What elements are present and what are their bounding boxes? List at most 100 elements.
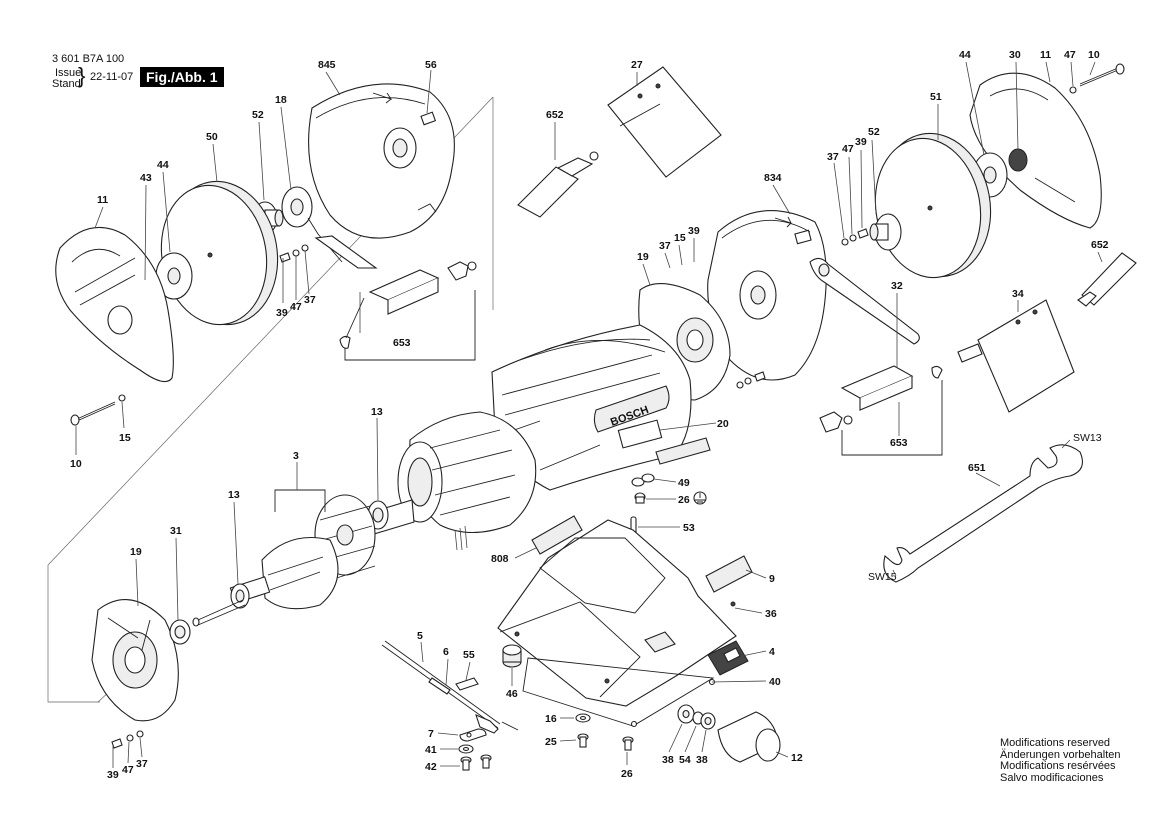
fasteners-lower-left (111, 730, 144, 749)
callout-53: 53 (683, 522, 695, 534)
issue-label: Issue (55, 67, 82, 79)
callout-19: 19 (637, 251, 649, 263)
callout-47: 47 (122, 764, 134, 776)
spacer-ring-18 (281, 186, 343, 263)
bottom-plate-40 (522, 657, 716, 728)
callout-47: 47 (842, 143, 854, 155)
spacer-ring-32 (809, 257, 920, 345)
callout-52: 52 (868, 126, 880, 138)
callout-38: 38 (696, 754, 708, 766)
label-808 (531, 515, 583, 555)
callout-49: 49 (678, 477, 690, 489)
switch-4 (707, 640, 749, 676)
callout-20: 20 (717, 418, 729, 430)
capacitor-12 (717, 711, 781, 763)
eye-shield-34 (957, 299, 1075, 413)
callout-39: 39 (276, 307, 288, 319)
screw-25 (577, 733, 589, 748)
guard-cover-11 (55, 227, 174, 383)
callout-11: 11 (97, 194, 108, 206)
callout-845: 845 (318, 59, 336, 71)
callout-651: 651 (968, 462, 986, 474)
nut-44 (155, 252, 193, 300)
callout-652: 652 (546, 109, 564, 121)
tool-rest-653-left (314, 235, 477, 361)
callout-10: 10 (1088, 49, 1100, 61)
label-9 (705, 555, 753, 593)
callout-44: 44 (157, 159, 169, 171)
callout-37: 37 (304, 294, 316, 306)
callout-46: 46 (506, 688, 518, 700)
callout-44: 44 (959, 49, 971, 61)
callout-26: 26 (621, 768, 633, 780)
modifications-line: Modifications resérvées (1000, 760, 1116, 772)
callout-834: 834 (764, 172, 782, 184)
screws-42 (460, 754, 492, 771)
screw-26-base (622, 736, 634, 751)
foot-46 (502, 644, 522, 668)
base-36 (497, 519, 737, 707)
callout-38: 38 (662, 754, 674, 766)
fastener-small-left (279, 244, 309, 263)
callout-12: 12 (791, 752, 803, 764)
callout-56: 56 (425, 59, 437, 71)
callout-52: 52 (252, 109, 264, 121)
callout-10: 10 (70, 458, 82, 470)
washer-41 (458, 744, 474, 754)
callout-3: 3 (293, 450, 299, 462)
stator-13 (397, 411, 537, 551)
callout-653: 653 (890, 437, 908, 449)
callout-39: 39 (688, 225, 700, 237)
screw-26-ground (634, 491, 707, 505)
callout-34: 34 (1012, 288, 1024, 300)
callout-6: 6 (443, 646, 449, 658)
callout-sw13: SW13 (1073, 432, 1102, 444)
modifications-line: Salvo modificaciones (1000, 771, 1104, 784)
screw-10-right (1069, 63, 1125, 94)
callout-808: 808 (491, 553, 509, 565)
modifications-line: Modifications reserved (1000, 737, 1111, 749)
callout-11: 11 (1040, 49, 1051, 61)
callout-36: 36 (765, 608, 777, 620)
callout-47: 47 (290, 301, 302, 313)
flange-52-right (869, 213, 902, 251)
callout-numbers: 845 56 18 52 50 44 43 11 39 47 37 653 15… (70, 49, 1109, 781)
callout-50: 50 (206, 131, 218, 143)
issue-date: 22-11-07 (90, 71, 134, 83)
callout-43: 43 (140, 172, 152, 184)
stand-label: Stand (52, 78, 81, 90)
callout-16: 16 (545, 713, 557, 725)
washer-16 (575, 713, 591, 723)
callout-13: 13 (228, 489, 240, 501)
figure-label: Fig./Abb. 1 (140, 67, 224, 87)
washer-31 (169, 619, 191, 645)
callout-15: 15 (119, 432, 131, 444)
callout-47: 47 (1064, 49, 1076, 61)
callout-39: 39 (107, 769, 119, 781)
callout-27: 27 (631, 59, 643, 71)
armature-3 (192, 489, 415, 627)
washers-right-upper (841, 228, 869, 246)
callout-18: 18 (275, 94, 287, 106)
callout-653: 653 (393, 337, 411, 349)
wheel-guard-left-845 (308, 83, 455, 239)
callout-55: 55 (463, 649, 475, 661)
leader-lines (75, 61, 1103, 768)
brace: } (78, 63, 86, 88)
callout-39: 39 (855, 136, 867, 148)
part-number: 3 601 B7A 100 (52, 53, 125, 65)
wrench-651 (883, 444, 1083, 583)
callout-32: 32 (891, 280, 903, 292)
callout-15: 15 (674, 232, 686, 244)
grinding-wheel-51 (874, 132, 992, 279)
callout-4: 4 (769, 646, 775, 658)
callout-31: 31 (170, 525, 182, 537)
callout-5: 5 (417, 630, 423, 642)
callout-26: 26 (678, 494, 690, 506)
callout-9: 9 (769, 573, 775, 585)
washer-49 (631, 473, 655, 487)
callout-25: 25 (545, 736, 557, 748)
callout-51: 51 (930, 91, 942, 103)
